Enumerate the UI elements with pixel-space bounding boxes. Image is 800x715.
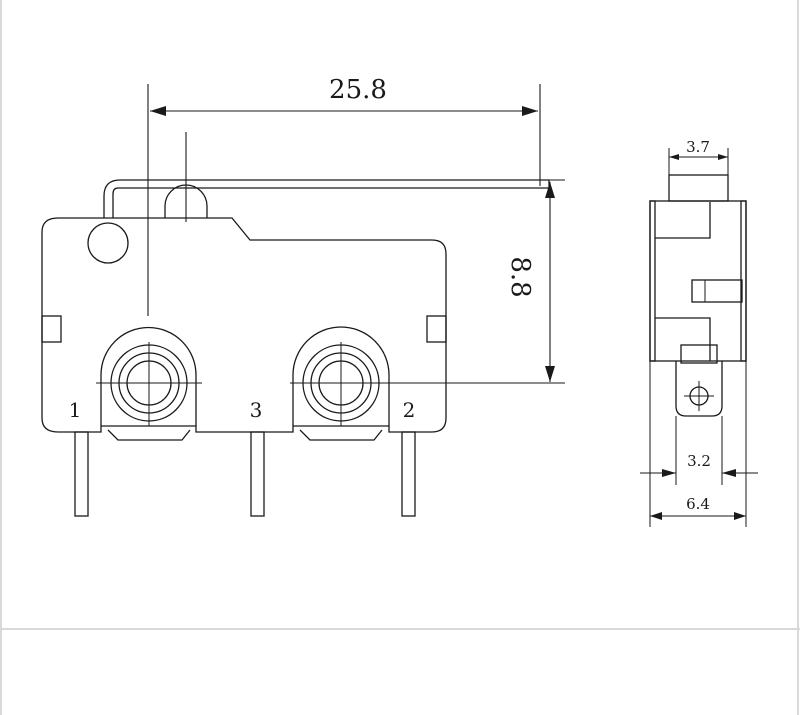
side-terminal-base (680, 344, 718, 364)
dim-top-width (668, 148, 729, 175)
pin-label-2: 2 (403, 398, 416, 422)
side-top-cap (668, 174, 729, 202)
side-left-rail (649, 200, 656, 362)
dim-body-width (649, 361, 747, 527)
bottom-divider (0, 628, 800, 630)
left-border (0, 0, 2, 715)
right-tab (426, 315, 447, 343)
side-inner-contour (655, 202, 711, 361)
right-border (797, 0, 799, 715)
dim-overall-length (150, 84, 541, 186)
dim-terminal-width (640, 416, 758, 485)
mounting-hole-left (96, 326, 202, 441)
lever-arm (103, 179, 550, 218)
mounting-hole-right (290, 326, 565, 441)
terminal-1 (74, 431, 89, 517)
label-height: 8.8 (505, 256, 535, 297)
side-body (649, 200, 747, 362)
side-slot (691, 279, 743, 303)
terminal-2 (401, 431, 416, 517)
pin-label-1: 1 (69, 398, 82, 422)
label-body-width: 6.4 (686, 495, 710, 513)
side-right-rail (740, 200, 747, 362)
front-view (41, 84, 565, 517)
pivot-hole (87, 222, 129, 264)
label-overall-length: 25.8 (329, 75, 387, 105)
side-view (640, 148, 758, 527)
label-top-width: 3.7 (686, 138, 710, 156)
terminal-3 (250, 431, 265, 517)
dim-height (545, 182, 555, 382)
left-tab (41, 315, 62, 343)
side-terminal (675, 361, 723, 417)
switch-body (41, 217, 447, 433)
pin-label-3: 3 (250, 398, 263, 422)
label-terminal-width: 3.2 (687, 452, 711, 470)
